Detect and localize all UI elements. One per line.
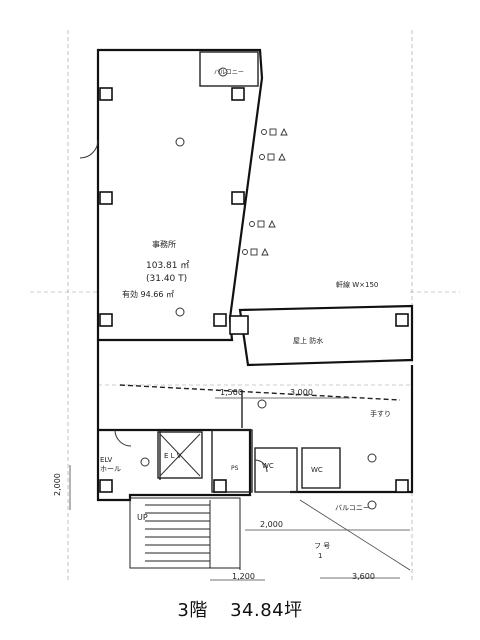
grid-lines	[30, 30, 460, 580]
dim-3600: 3,600	[352, 572, 375, 581]
ps-label: PS	[231, 465, 239, 472]
office-effective: 有効 94.66 ㎡	[122, 289, 174, 299]
staircase	[129, 497, 241, 570]
dim-1200: 1,200	[232, 572, 255, 581]
wc-left-label: WC	[262, 462, 274, 470]
light-fixtures	[140, 67, 377, 510]
floor-plan: 事務所 103.81 ㎡ (31.40 T) 有効 94.66 ㎡ バルコニー …	[30, 30, 460, 581]
handrail-label: 手すり	[370, 409, 391, 418]
lower-roof-label: 屋上 防水	[293, 336, 323, 345]
elevator-shaft	[159, 433, 201, 477]
floor-label: 3階	[177, 600, 208, 621]
columns	[99, 87, 409, 493]
outlet-symbols	[242, 127, 288, 256]
office-label: 事務所	[152, 239, 176, 249]
door-swings	[79, 139, 268, 473]
office-area-m2: 103.81 ㎡	[146, 260, 189, 271]
dim-3000: 3,000	[290, 388, 313, 397]
elv-label: E L V	[164, 452, 182, 460]
up-label: UP	[137, 513, 148, 522]
dim-2000-bottom: 2,000	[260, 520, 283, 529]
canopy-label: 軒線 W×150	[336, 280, 378, 289]
interior-walls	[119, 51, 401, 493]
office-area-tsubo: (31.40 T)	[146, 274, 187, 284]
balcony-top-label: バルコニー	[214, 69, 244, 76]
dimension-lines	[69, 397, 411, 581]
wc-right-label: WC	[311, 466, 323, 474]
area-label: 34.84坪	[230, 600, 303, 621]
dim-2000-left: 2,000	[53, 473, 62, 496]
balcony-right-label: バルコニー	[335, 504, 370, 512]
dim-1500: 1,500	[220, 388, 243, 397]
plan-caption: 3階 34.84坪	[0, 596, 480, 622]
